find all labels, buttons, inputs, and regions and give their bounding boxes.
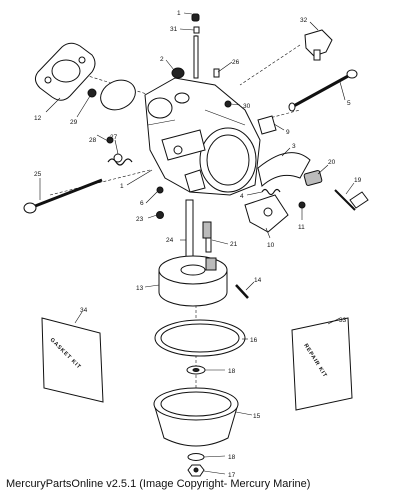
callout-28: 28 [89, 137, 97, 144]
callout-14: 14 [254, 277, 262, 284]
part-18-washer-upper [186, 365, 206, 375]
part-18-washer-lower [187, 453, 205, 461]
callout-1b: 1 [120, 183, 124, 190]
callout-5: 5 [347, 100, 351, 107]
callout-3: 3 [292, 143, 296, 150]
callout-15: 15 [253, 413, 261, 420]
callout-17: 17 [228, 472, 236, 479]
callout-30: 30 [243, 103, 251, 110]
part-15-float-bowl [153, 387, 239, 447]
callout-12: 12 [34, 115, 42, 122]
carburetor-body [144, 77, 261, 196]
part-16-bowl-gasket [154, 319, 246, 357]
part-12-flange-gasket [34, 42, 96, 101]
part-34-gasket-kit-card: GASKET KIT [41, 317, 104, 403]
part-31-screw [191, 13, 200, 79]
part-4-spring [261, 188, 281, 196]
callout-19: 19 [354, 177, 362, 184]
callout-11: 11 [298, 224, 305, 231]
part-33-repair-kit-card: REPAIR KIT [291, 317, 353, 411]
part-20-plug [303, 170, 323, 186]
callout-18a: 18 [228, 368, 236, 375]
small-hardware [87, 67, 306, 219]
callout-16: 16 [250, 337, 258, 344]
callout-31: 31 [170, 26, 178, 33]
callout-4: 4 [240, 193, 244, 200]
part-27-spring [107, 153, 133, 166]
callout-13: 13 [136, 285, 144, 292]
throttle-plate [100, 79, 136, 111]
callout-18b: 18 [228, 454, 236, 461]
callout-23: 23 [136, 216, 144, 223]
part-5-throttle-shaft [288, 69, 358, 112]
callout-6: 6 [140, 200, 144, 207]
leader-lines [39, 12, 355, 475]
callout-numbers: 1 31 32 2 26 30 5 12 29 9 28 27 3 20 25 … [34, 10, 362, 479]
part-10-float-arm [244, 194, 289, 233]
part-21-pins [202, 221, 212, 253]
callout-34: 34 [80, 307, 88, 314]
callout-20: 20 [328, 159, 336, 166]
part-13-float-ring [158, 255, 228, 307]
part-14-pin [235, 284, 249, 299]
callout-33: 33 [339, 317, 347, 324]
callout-24: 24 [166, 237, 174, 244]
part-32-fitting [304, 29, 333, 61]
callout-29: 29 [70, 119, 78, 126]
callout-26: 26 [232, 59, 240, 66]
part-25-choke-shaft [23, 178, 103, 214]
callout-21: 21 [230, 241, 238, 248]
part-3-float [257, 152, 311, 187]
part-19-needle-screw [334, 189, 369, 211]
part-24-tube [185, 199, 194, 259]
part-9-lever [257, 115, 277, 135]
callout-9: 9 [286, 129, 290, 136]
copyright-caption: MercuryPartsOnline v2.5.1 (Image Copyrig… [6, 478, 311, 490]
callout-25: 25 [34, 171, 42, 178]
part-17-nut [187, 464, 205, 477]
callout-32: 32 [300, 17, 308, 24]
callout-1a: 1 [177, 10, 181, 17]
callout-2: 2 [160, 56, 164, 63]
callout-10: 10 [267, 242, 275, 249]
callout-27: 27 [110, 134, 118, 141]
